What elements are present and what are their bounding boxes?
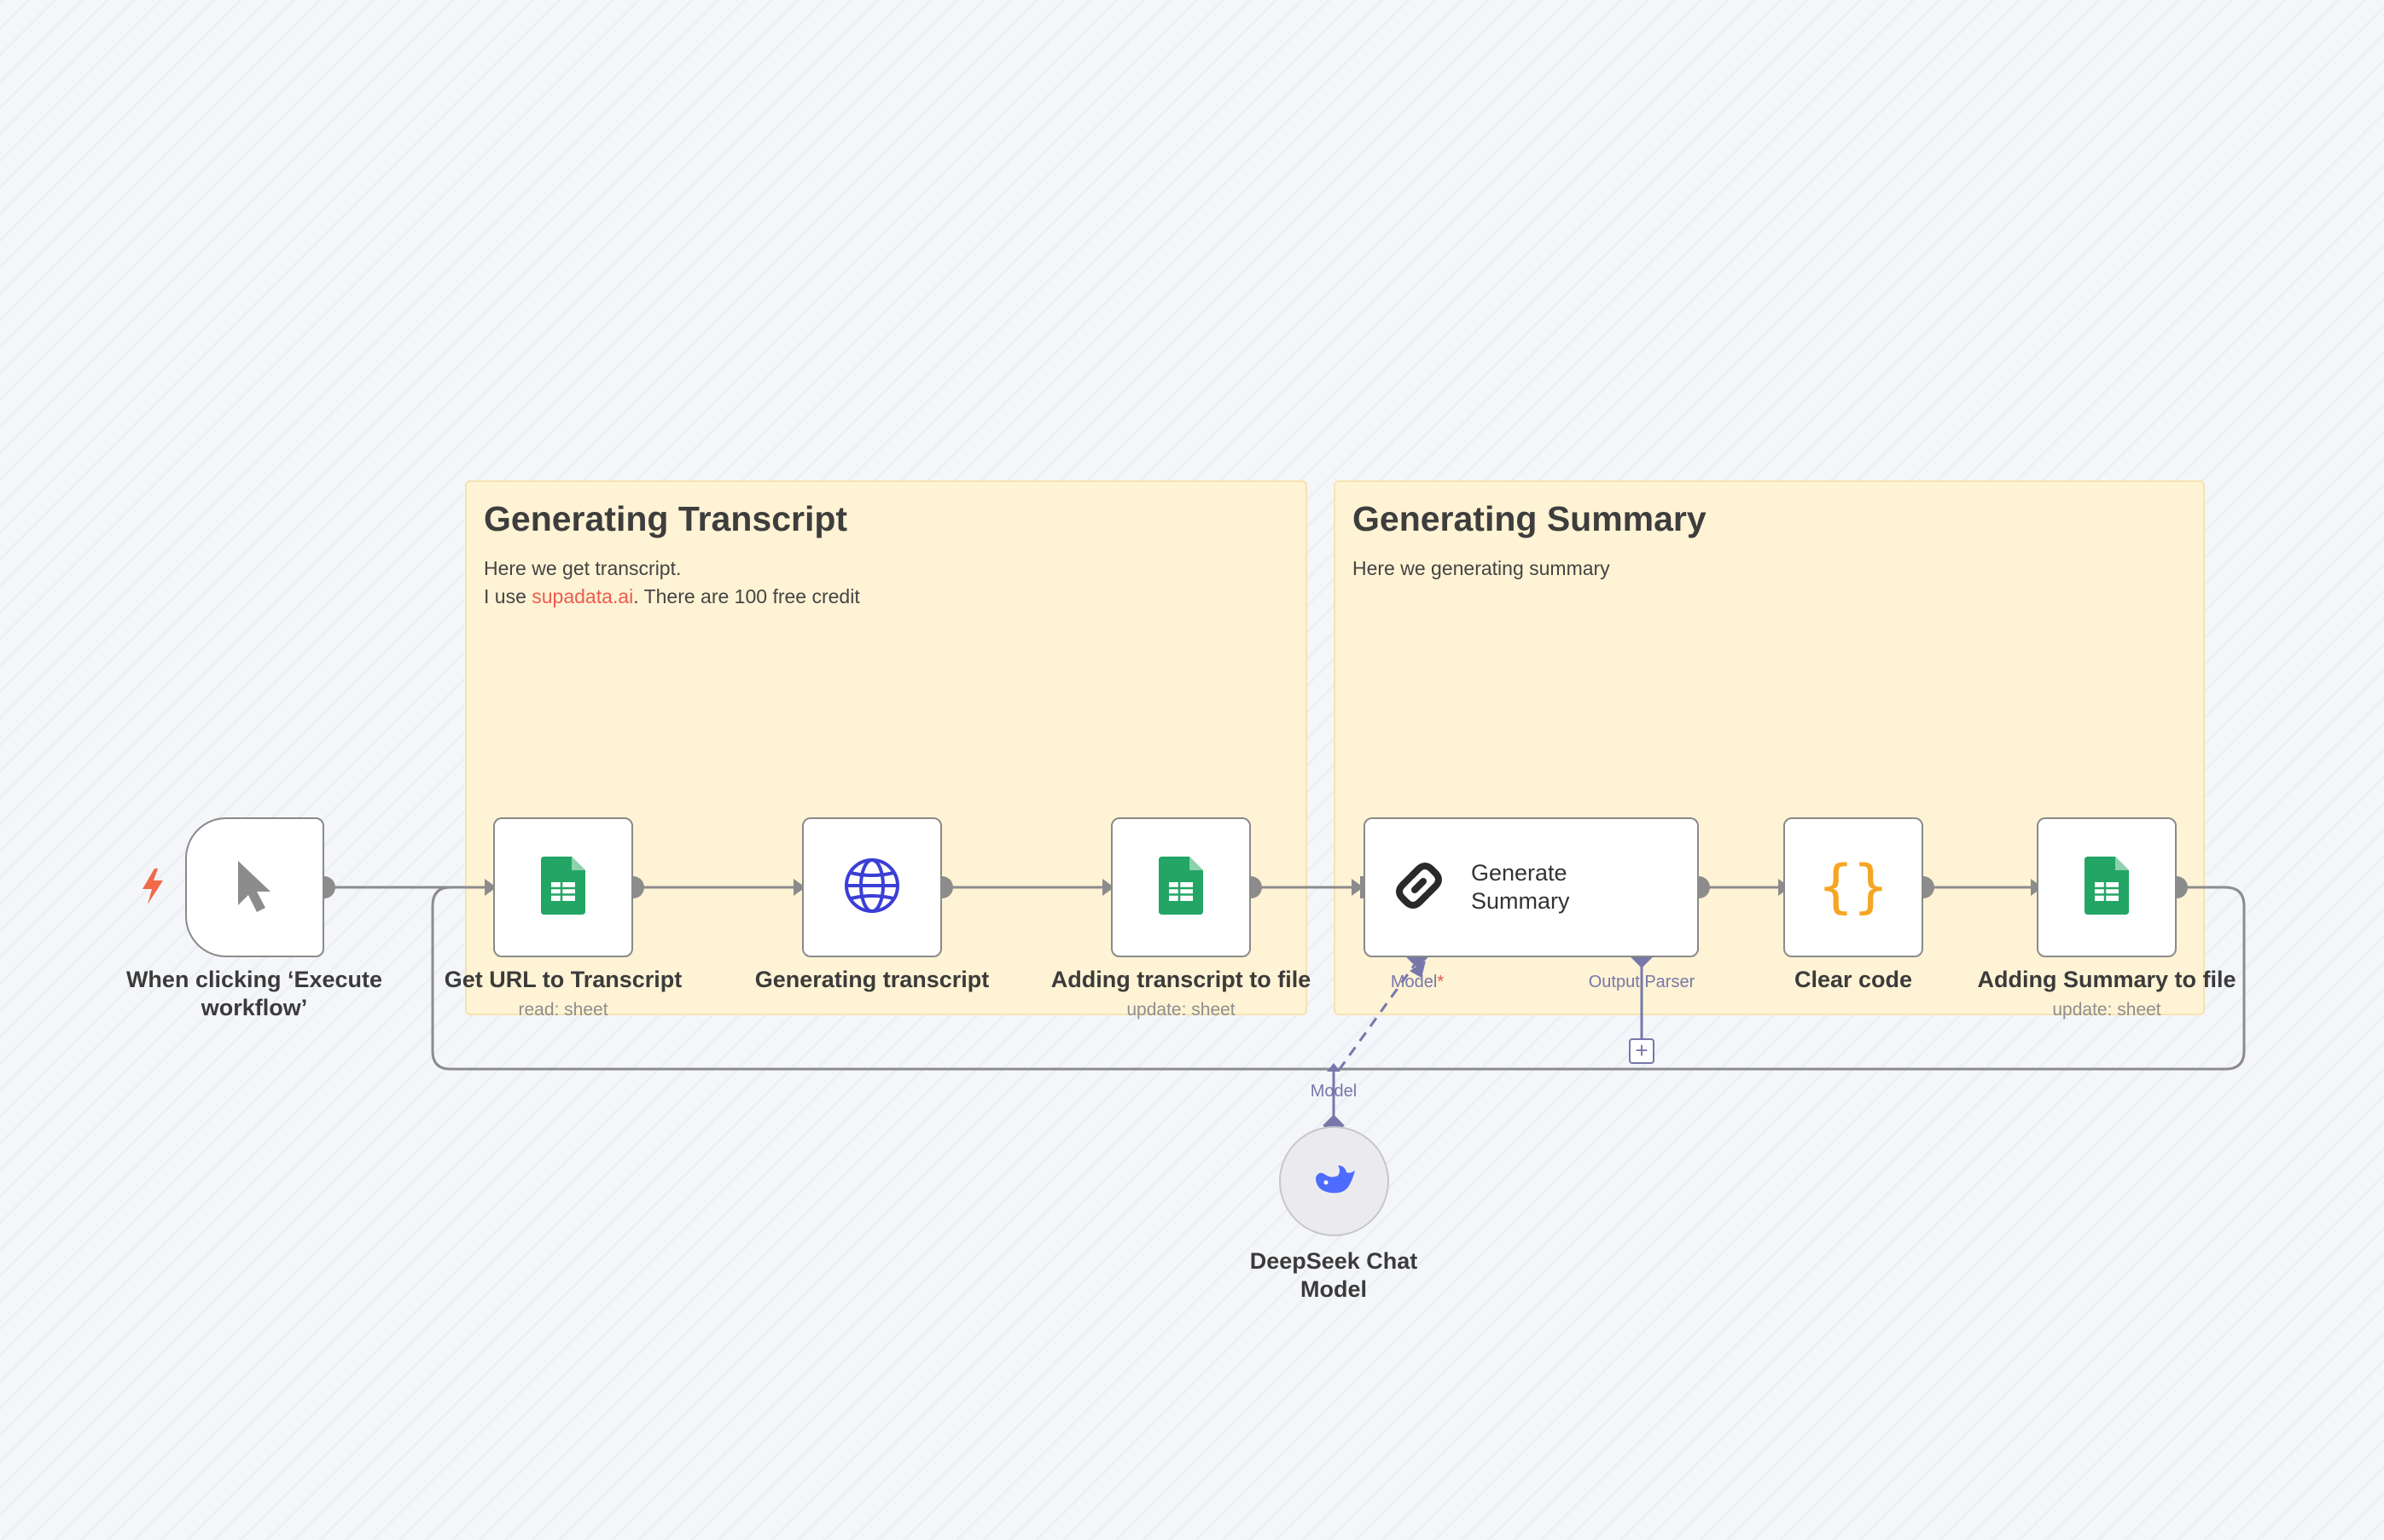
connection-loop-back (431, 886, 2246, 1071)
node-subtitle: update: sheet (1126, 1000, 1236, 1020)
sticky-text: I use supadata.ai. There are 100 free cr… (484, 585, 860, 607)
output-parser-port-label: Output Parser (1588, 973, 1695, 991)
node-label: Generating transcript (754, 967, 990, 992)
google-sheets-icon (541, 856, 585, 919)
arrow-head (1352, 879, 1364, 896)
node-adding-summary-to-file[interactable] (2037, 817, 2177, 957)
node-clear-code[interactable]: {} (1783, 817, 1923, 957)
sticky-text: Here we generating summary (1352, 557, 1610, 579)
node-subtitle: update: sheet (2052, 1000, 2161, 1020)
node-deepseek-chat-model[interactable] (1279, 1126, 1389, 1236)
add-output-parser-button[interactable]: + (1629, 1038, 1654, 1064)
node-label: Clear code (1794, 967, 1913, 992)
node-adding-transcript-to-file[interactable] (1111, 817, 1251, 957)
deepseek-whale-icon (1312, 1162, 1357, 1200)
connection-deepseek-model (1338, 959, 1420, 1070)
deepseek-port-label: Model (1310, 1082, 1358, 1101)
code-braces-icon: {} (1818, 853, 1888, 921)
sticky-title: Generating Summary (1352, 499, 1707, 538)
node-manual-trigger[interactable] (185, 817, 324, 957)
arrow-head (794, 879, 805, 896)
google-sheets-icon (2085, 856, 2129, 919)
google-sheets-icon (1159, 856, 1203, 919)
chain-link-icon (1389, 856, 1449, 920)
model-arrow-head (1410, 961, 1426, 978)
node-subtitle: read: sheet (518, 1000, 608, 1020)
node-label: Adding Summary to file (1977, 967, 2236, 992)
input-port (1360, 876, 1365, 898)
deepseek-arrow-head (1327, 1063, 1340, 1072)
supadata-link[interactable]: supadata.ai (532, 585, 634, 607)
sticky-text: Here we get transcript. (484, 557, 682, 579)
arrow-head (1102, 879, 1114, 896)
model-port-label: Model* (1390, 973, 1445, 991)
node-label: Get URL to Transcript (444, 967, 683, 992)
node-get-url-to-transcript[interactable] (493, 817, 633, 957)
node-generating-transcript[interactable] (802, 817, 942, 957)
cursor-icon (231, 857, 279, 918)
arrow-head (485, 879, 497, 896)
sticky-title: Generating Transcript (484, 499, 848, 538)
globe-icon (843, 857, 901, 919)
node-label: Adding transcript to file (1050, 967, 1311, 992)
trigger-bolt-icon (141, 869, 165, 910)
